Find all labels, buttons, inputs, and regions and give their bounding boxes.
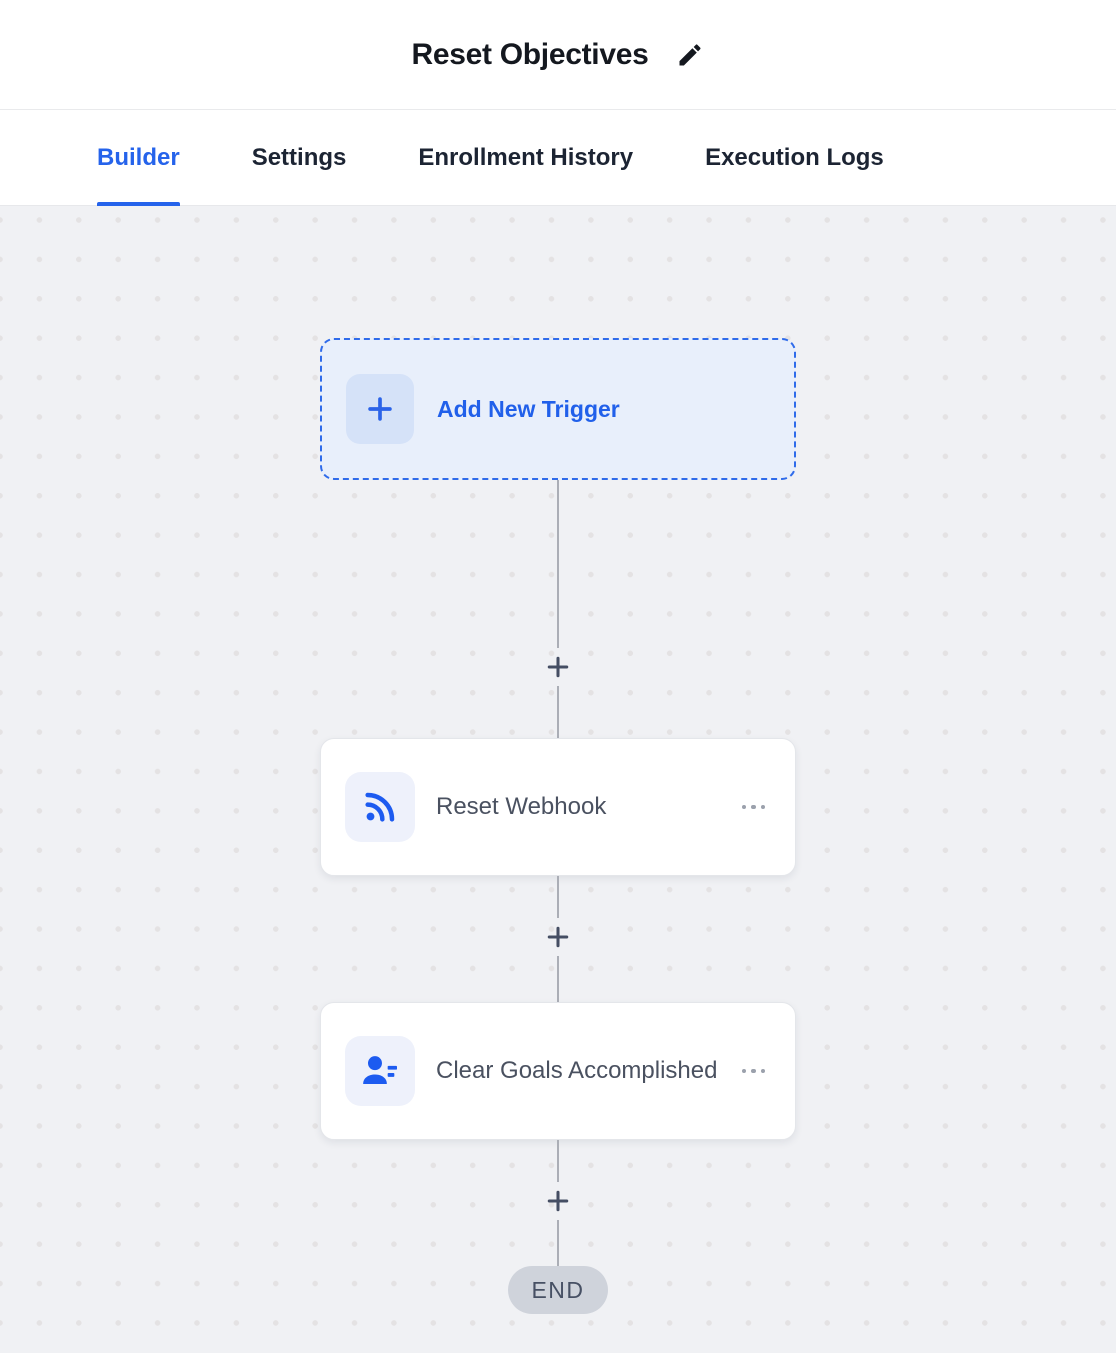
tab-bar: Builder Settings Enrollment History Exec… <box>0 110 1116 206</box>
active-tab-indicator <box>97 202 180 206</box>
end-badge: END <box>508 1266 608 1314</box>
plus-icon <box>544 1187 572 1215</box>
plus-icon <box>544 653 572 681</box>
plus-icon <box>363 392 397 426</box>
pencil-icon <box>676 41 704 69</box>
connector-line <box>557 956 559 1002</box>
add-new-trigger-card[interactable]: Add New Trigger <box>320 338 796 480</box>
step-menu-button[interactable] <box>740 799 768 816</box>
connector <box>539 1140 577 1266</box>
connector <box>539 480 577 738</box>
add-step-button[interactable] <box>539 1182 577 1220</box>
tab-enrollment-history-label: Enrollment History <box>418 143 634 171</box>
connector <box>539 876 577 1002</box>
webhook-rss-icon <box>360 787 400 827</box>
connector-line <box>557 480 559 648</box>
step-menu-button[interactable] <box>740 1063 768 1080</box>
workflow-canvas[interactable]: Add New Trigger Reset Webhook <box>0 206 1116 1353</box>
add-step-button[interactable] <box>539 648 577 686</box>
header: Reset Objectives <box>0 0 1116 110</box>
tab-builder-label: Builder <box>97 143 180 171</box>
plus-icon <box>544 923 572 951</box>
step-icon-tile <box>345 772 415 842</box>
edit-title-button[interactable] <box>675 40 705 70</box>
ellipsis-icon <box>741 804 765 810</box>
connector-line <box>557 686 559 738</box>
trigger-icon-tile <box>346 374 414 444</box>
step-card-clear-goals[interactable]: Clear Goals Accomplished <box>320 1002 796 1140</box>
tab-execution-logs-label: Execution Logs <box>705 143 884 171</box>
tab-enrollment-history[interactable]: Enrollment History <box>418 110 633 205</box>
connector-line <box>557 1220 559 1266</box>
step-label: Reset Webhook <box>436 793 607 820</box>
step-card-reset-webhook[interactable]: Reset Webhook <box>320 738 796 876</box>
connector-line <box>557 876 559 918</box>
page-title: Reset Objectives <box>411 37 649 71</box>
user-list-icon <box>360 1051 400 1091</box>
ellipsis-icon <box>741 1068 765 1074</box>
tab-settings-label: Settings <box>251 143 347 171</box>
tab-builder[interactable]: Builder <box>97 110 180 206</box>
connector-line <box>557 1140 559 1182</box>
step-label: Clear Goals Accomplished <box>436 1057 718 1084</box>
add-step-button[interactable] <box>539 918 577 956</box>
tab-execution-logs[interactable]: Execution Logs <box>705 110 884 205</box>
tab-settings[interactable]: Settings <box>252 110 347 205</box>
step-icon-tile <box>345 1036 415 1106</box>
trigger-label: Add New Trigger <box>437 395 620 422</box>
